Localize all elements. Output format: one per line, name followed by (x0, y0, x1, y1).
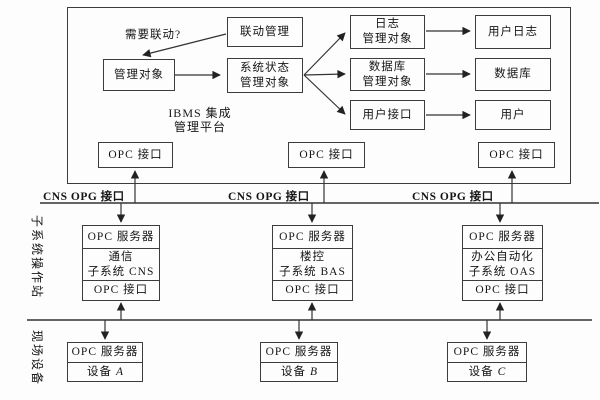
user-iface-box: 用户接口 (350, 100, 425, 130)
opc-interface-label: OPC 接口 (273, 280, 352, 300)
platform-caption: IBMS 集成 管理平台 (168, 106, 232, 134)
subsystem-name: 办公自动化 子系统 OAS (463, 248, 542, 280)
platform-opc-interface-box-2: OPC 接口 (288, 142, 365, 168)
device-label: 设备 (468, 365, 494, 378)
device-label: 设备 (280, 365, 306, 378)
managed-object-box: 管理对象 (103, 59, 175, 91)
subsystem-name: 通信 子系统 CNS (83, 248, 159, 280)
subsystem-stack-oas: OPC 服务器 办公自动化 子系统 OAS OPC 接口 (462, 225, 543, 301)
platform-opc-interface-box-3: OPC 接口 (478, 142, 555, 168)
device-label: 设备 (86, 365, 112, 378)
opc-server-label: OPC 服务器 (87, 230, 155, 243)
db-mgr-box: 数据库 管理对象 (350, 58, 425, 91)
database-box: 数据库 (475, 58, 551, 91)
user-box: 用户 (475, 100, 551, 130)
platform-opc-interface-box-1: OPC 接口 (98, 142, 173, 168)
opc-server-label: OPC 服务器 (71, 346, 139, 359)
log-mgr-box: 日志 管理对象 (350, 15, 425, 49)
opc-interface-label: OPC 接口 (463, 280, 542, 300)
opc-server-label: OPC 服务器 (469, 230, 536, 243)
bus-label-3: CNS OPG 接口 (412, 191, 494, 203)
opc-server-label: OPC 服务器 (265, 346, 333, 359)
subsystem-stack-bas: OPC 服务器 楼控 子系统 BAS OPC 接口 (272, 225, 353, 301)
system-state-mgr-box: 系统状态 管理对象 (227, 58, 303, 93)
device-letter: C (497, 365, 506, 378)
bus-label-2: CNS OPG 接口 (228, 191, 310, 203)
opc-interface-label: OPC 接口 (83, 280, 159, 300)
layer-label-field-devices: 现场设备 (30, 329, 44, 386)
user-log-box: 用户日志 (475, 15, 551, 49)
opc-server-label: OPC 服务器 (453, 346, 521, 359)
bus-label-1: CNS OPG 接口 (43, 191, 125, 203)
device-letter: B (309, 365, 318, 378)
linkage-question-label: 需要联动? (125, 29, 182, 41)
device-letter: A (115, 365, 124, 378)
subsystem-stack-cns: OPC 服务器 通信 子系统 CNS OPC 接口 (82, 225, 160, 301)
linkage-mgmt-box: 联动管理 (227, 17, 303, 47)
opc-server-label: OPC 服务器 (279, 230, 346, 243)
layer-label-subsystem-station: 子系统操作站 (30, 214, 44, 299)
ibms-platform-frame (67, 7, 571, 184)
subsystem-name: 楼控 子系统 BAS (273, 248, 352, 280)
